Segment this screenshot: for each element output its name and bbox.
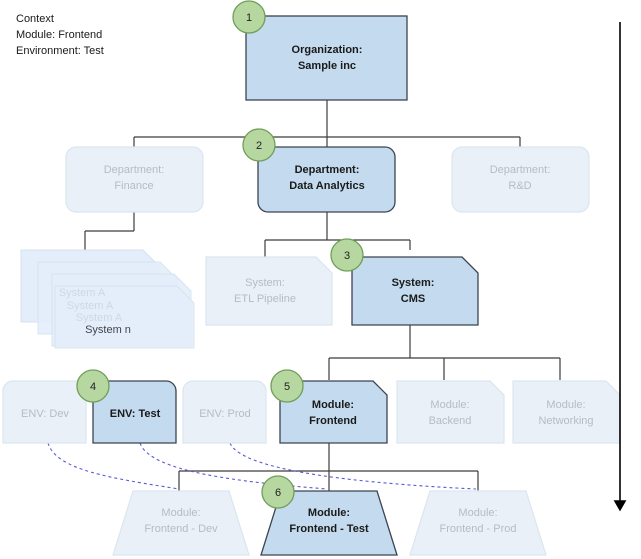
system-stack-label-4: System n (85, 324, 131, 336)
system-etl-pipeline-shape[interactable] (205, 256, 333, 326)
env-dev-label: ENV: Dev (21, 408, 69, 420)
context-line-environment: Environment: Test (16, 45, 104, 57)
module-frontend-line1: Module: (312, 399, 354, 411)
node-deployment-frontend-dev[interactable]: Module: Frontend - Dev (112, 490, 250, 556)
context-block: Context Module: Frontend Environment: Te… (16, 13, 104, 57)
organization-shape[interactable] (245, 15, 408, 101)
context-title: Context (16, 13, 54, 25)
badge-6-circle[interactable] (261, 475, 295, 509)
node-system-cms[interactable]: System: CMS (351, 256, 479, 326)
deployment-frontend-dev-line2: Frontend - Dev (144, 523, 218, 535)
node-module-backend[interactable]: Module: Backend (396, 380, 505, 444)
deployment-frontend-test-line2: Frontend - Test (289, 523, 369, 535)
connector-finance-to-systemstack (84, 212, 135, 250)
node-department-finance[interactable]: Department: Finance (65, 146, 204, 213)
badge-6[interactable]: 6 (261, 475, 295, 509)
module-backend-shape[interactable] (396, 380, 505, 444)
badge-5-circle[interactable] (270, 369, 304, 403)
env-prod-shape[interactable] (182, 380, 267, 444)
deployment-frontend-prod-line1: Module: (458, 507, 497, 519)
node-department-rd[interactable]: Department: R&D (451, 146, 590, 213)
department-data-analytics-shape[interactable] (257, 146, 396, 213)
module-frontend-line2: Frontend (309, 415, 357, 427)
badge-2-label: 2 (256, 140, 262, 152)
system-cms-line1: System: (392, 277, 435, 289)
badge-3-label: 3 (344, 250, 350, 262)
badge-4[interactable]: 4 (76, 369, 110, 403)
badge-6-label: 6 (275, 487, 281, 499)
context-line-module: Module: Frontend (16, 29, 102, 41)
department-rd-line1: Department: (490, 164, 551, 176)
deployment-frontend-test-line1: Module: (308, 507, 350, 519)
department-finance-shape[interactable] (65, 146, 204, 213)
env-test-label: ENV: Test (110, 408, 161, 420)
module-frontend-shape[interactable] (279, 380, 388, 444)
node-deployment-frontend-test[interactable]: Module: Frontend - Test (260, 490, 398, 556)
connector-module-to-deployment (178, 443, 479, 491)
node-system-etl-pipeline[interactable]: System: ETL Pipeline (205, 256, 333, 326)
node-organization[interactable]: Organization: Sample inc (245, 15, 408, 101)
system-stack-label-1: System A (59, 287, 106, 299)
deployment-frontend-prod-shape[interactable] (409, 490, 547, 556)
deployment-frontend-dev-line1: Module: (161, 507, 200, 519)
deployment-frontend-test-shape[interactable] (260, 490, 398, 556)
badge-1-circle[interactable] (232, 0, 266, 34)
system-cms-shape[interactable] (351, 256, 479, 326)
deployment-frontend-prod-line2: Frontend - Prod (439, 523, 516, 535)
module-backend-line2: Backend (429, 415, 472, 427)
env-prod-label: ENV: Prod (199, 408, 251, 420)
badge-1-label: 1 (246, 12, 252, 24)
module-networking-line1: Module: (546, 399, 585, 411)
connector-group (84, 100, 561, 491)
department-rd-line2: R&D (508, 180, 531, 192)
badge-2-circle[interactable] (242, 128, 276, 162)
node-env-dev[interactable]: ENV: Dev (2, 380, 87, 444)
system-stack-label-3: System A (76, 312, 123, 324)
badge-4-circle[interactable] (76, 369, 110, 403)
badge-5[interactable]: 5 (270, 369, 304, 403)
connector-org-to-dept (133, 100, 521, 147)
env-deployment-links (47, 442, 477, 490)
connector-dept-to-system (264, 212, 411, 257)
module-networking-line2: Networking (538, 415, 593, 427)
deployment-frontend-dev-shape[interactable] (112, 490, 250, 556)
department-finance-line1: Department: (104, 164, 165, 176)
system-etl-pipeline-line2: ETL Pipeline (234, 293, 296, 305)
department-rd-shape[interactable] (451, 146, 590, 213)
module-backend-line1: Module: (430, 399, 469, 411)
node-deployment-frontend-prod[interactable]: Module: Frontend - Prod (409, 490, 547, 556)
system-etl-pipeline-line1: System: (245, 277, 285, 289)
organization-line1: Organization: (292, 44, 363, 56)
department-data-analytics-line1: Department: (295, 164, 360, 176)
link-prod-to-frontend-prod (229, 442, 477, 490)
connector-system-to-module (328, 325, 561, 380)
department-finance-line2: Finance (114, 180, 153, 192)
link-dev-to-frontend-dev (47, 442, 180, 490)
organization-line2: Sample inc (298, 60, 356, 72)
node-env-prod[interactable]: ENV: Prod (182, 380, 267, 444)
system-stack-label-2: System A (67, 300, 114, 312)
module-networking-shape[interactable] (512, 380, 621, 444)
system-stack-layer-1[interactable] (54, 285, 195, 349)
badge-4-label: 4 (90, 381, 96, 393)
node-system-stack[interactable]: System A System A System A System n (20, 249, 195, 349)
node-department-data-analytics[interactable]: Department: Data Analytics (257, 146, 396, 213)
badge-2[interactable]: 2 (242, 128, 276, 162)
department-data-analytics-line2: Data Analytics (289, 180, 364, 192)
badge-3-circle[interactable] (330, 238, 364, 272)
node-module-networking[interactable]: Module: Networking (512, 380, 621, 444)
badge-1[interactable]: 1 (232, 0, 266, 34)
node-module-frontend[interactable]: Module: Frontend (279, 380, 388, 444)
badge-5-label: 5 (284, 381, 290, 393)
badge-3[interactable]: 3 (330, 238, 364, 272)
system-cms-line2: CMS (401, 293, 425, 305)
link-test-to-frontend-test (139, 442, 328, 490)
node-env-test[interactable]: ENV: Test (92, 380, 177, 444)
